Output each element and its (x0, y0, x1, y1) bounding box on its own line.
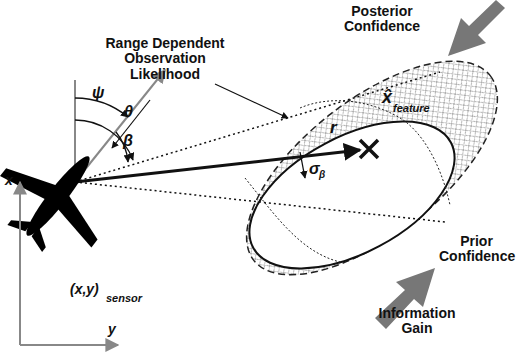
likelihood-label: Range Dependent Observation Likelihood (103, 36, 227, 82)
axis-label: y (108, 322, 116, 337)
angle-symbol: θ (124, 103, 133, 121)
estimate-symbol: x̂ (382, 88, 392, 108)
gain-label: Information Gain (376, 306, 458, 337)
angle-symbol: ψ (92, 84, 104, 102)
sigma-subscript: β (319, 169, 325, 180)
region-label: Posterior Confidence (322, 4, 442, 35)
range-symbol: r (330, 119, 337, 138)
sigma-symbol: σ (309, 160, 320, 178)
region-label: Prior Confidence (439, 234, 514, 265)
angle-symbol: β (123, 132, 133, 150)
position-label: (x,y) (70, 282, 99, 297)
axis-label: x (5, 173, 13, 188)
estimate-subscript: feature (393, 102, 430, 114)
position-subscript: sensor (106, 292, 142, 304)
